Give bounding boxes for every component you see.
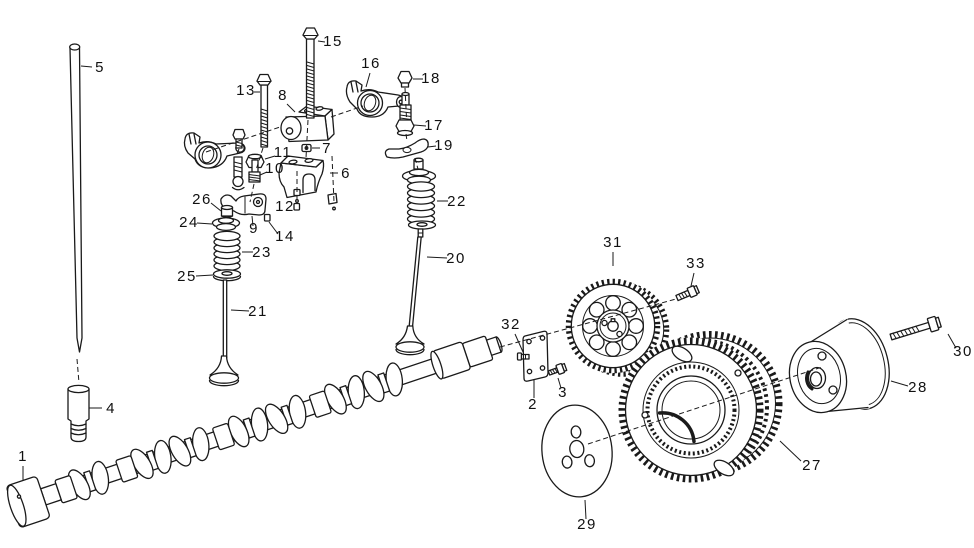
part-spring-23 [213, 230, 241, 272]
leader-line-15 [317, 40, 326, 43]
part-labels: 1234567891011121314151617181920212223242… [18, 33, 973, 533]
part-dowel-12 [293, 202, 301, 211]
part-label-21: 21 [248, 303, 268, 320]
part-rocker-arm-right [345, 80, 407, 118]
part-label-4: 4 [106, 400, 116, 417]
part-label-6: 6 [341, 165, 351, 182]
part-spring-22 [406, 181, 436, 225]
part-label-30: 30 [953, 343, 973, 360]
part-label-26: 26 [192, 191, 212, 208]
part-label-1: 1 [18, 448, 28, 465]
part-bridge-19 [384, 138, 429, 159]
part-rocker-arm-left [183, 128, 246, 169]
part-bolt-30 [889, 315, 942, 341]
leader-line-9 [251, 215, 254, 227]
leader-line-3 [557, 377, 562, 389]
part-label-2: 2 [528, 396, 538, 413]
leader-line-26 [210, 202, 222, 212]
part-label-23: 23 [252, 244, 272, 261]
part-hub-28 [788, 317, 890, 414]
part-nut-18 [397, 70, 413, 88]
leader-line-20 [426, 256, 448, 259]
part-label-18: 18 [421, 70, 441, 87]
leader-line-19 [427, 145, 437, 148]
part-pushrod [69, 43, 83, 353]
leader-line-25 [195, 274, 214, 277]
leader-line-27 [779, 440, 802, 462]
part-retainer-right [401, 168, 437, 185]
leader-line-5 [80, 65, 93, 68]
part-valve-21 [208, 279, 240, 387]
part-label-20: 20 [446, 250, 466, 267]
part-thrust-plate [522, 330, 549, 382]
part-label-7: 7 [322, 140, 332, 157]
part-adjusting-screw-10 [248, 159, 261, 183]
part-label-25: 25 [177, 268, 197, 285]
part-label-13: 13 [236, 82, 256, 99]
part-bolt-13 [256, 73, 272, 148]
part-label-31: 31 [603, 234, 623, 251]
part-label-28: 28 [908, 379, 928, 396]
part-label-24: 24 [179, 214, 199, 231]
part-camshaft-gear [565, 278, 670, 377]
part-label-16: 16 [361, 55, 381, 72]
part-label-32: 32 [501, 316, 521, 333]
part-shaft-support [280, 105, 335, 143]
part-label-9: 9 [249, 220, 259, 237]
part-plate-29 [541, 404, 613, 498]
part-label-8: 8 [278, 87, 288, 104]
leader-line-32 [514, 333, 524, 353]
part-label-17: 17 [424, 117, 444, 134]
leader-line-10 [259, 171, 268, 176]
leader-line-8 [286, 103, 296, 113]
part-label-22: 22 [447, 193, 467, 210]
part-label-10: 10 [265, 160, 285, 177]
part-ball-stud [231, 156, 245, 191]
leader-line-21 [230, 309, 250, 312]
construction-lines [76, 87, 823, 445]
part-label-15: 15 [323, 33, 343, 50]
part-bolt-33 [675, 285, 700, 302]
part-keeper [417, 228, 424, 238]
part-dowel-14 [263, 213, 271, 222]
part-washer-right [407, 220, 437, 230]
leader-line-11 [264, 155, 276, 160]
part-camshaft [6, 335, 503, 528]
leader-line-16 [365, 72, 371, 88]
part-sleeve-26 [220, 204, 234, 218]
part-label-29: 29 [577, 516, 597, 533]
leader-line-28 [890, 380, 909, 387]
leader-line-17 [413, 124, 427, 127]
leader-line-33 [690, 272, 695, 287]
part-label-3: 3 [558, 384, 568, 401]
part-valve-20 [395, 236, 425, 356]
part-label-11: 11 [274, 144, 293, 161]
part-bolt-3 [547, 362, 568, 376]
part-tappet [67, 384, 90, 443]
part-label-12: 12 [275, 198, 295, 215]
part-pedestal [278, 155, 338, 211]
part-retainer-24 [211, 217, 241, 232]
part-label-5: 5 [95, 59, 105, 76]
part-bolt-15 [302, 27, 319, 119]
leader-line-29 [584, 499, 587, 520]
part-label-19: 19 [434, 137, 454, 154]
part-washer-25 [212, 269, 242, 282]
part-pin-32 [516, 352, 530, 361]
leader-line-14 [268, 221, 279, 235]
part-stem-cap [413, 157, 424, 170]
leader-line-30 [947, 333, 957, 349]
part-label-14: 14 [275, 228, 295, 245]
part-label-33: 33 [686, 255, 706, 272]
part-label-27: 27 [802, 457, 822, 474]
leader-line-24 [196, 222, 213, 225]
